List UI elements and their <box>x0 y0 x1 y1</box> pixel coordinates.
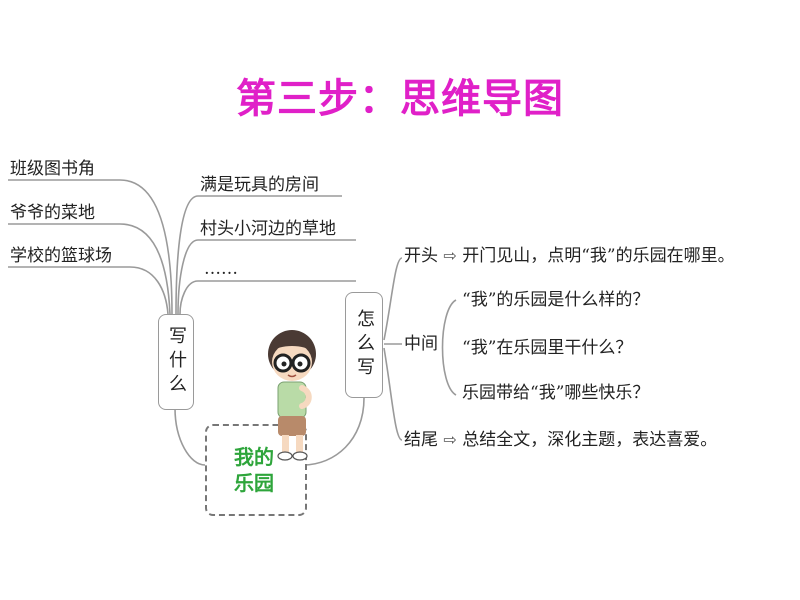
left-item-2: 爷爷的菜地 <box>10 203 95 223</box>
middle-item-3: 乐园带给“我”哪些快乐？ <box>462 383 650 403</box>
right-item-3: …… <box>204 259 238 279</box>
beginning-text: 开门见山，点明“我”的乐园在哪里。 <box>462 246 735 266</box>
arrow-right-icon: ⇨ <box>443 246 457 265</box>
middle-item-2: “我”在乐园里干什么？ <box>462 338 633 358</box>
arrow-right-icon: ⇨ <box>443 430 457 449</box>
beginning-branch: 开头 ⇨ 开门见山，点明“我”的乐园在哪里。 <box>404 246 735 266</box>
ending-text: 总结全文，深化主题，表达喜爱。 <box>462 430 718 450</box>
ending-label: 结尾 <box>404 430 438 450</box>
left-item-1: 班级图书角 <box>10 159 95 179</box>
boy-with-glasses-icon <box>268 330 316 461</box>
beginning-label: 开头 <box>404 246 438 266</box>
middle-item-1: “我”的乐园是什么样的？ <box>462 290 650 310</box>
center-topic-box: 我的乐园 <box>205 424 307 516</box>
middle-label: 中间 <box>404 334 438 354</box>
what-to-write-box: 写什么 <box>158 314 194 410</box>
center-topic-label: 我的乐园 <box>234 445 274 495</box>
right-item-2: 村头小河边的草地 <box>200 219 336 239</box>
right-item-1: 满是玩具的房间 <box>200 175 319 195</box>
page-title: 第三步：思维导图 <box>236 76 564 122</box>
ending-branch: 结尾 ⇨ 总结全文，深化主题，表达喜爱。 <box>404 430 717 450</box>
left-item-3: 学校的篮球场 <box>10 246 112 266</box>
how-to-write-box: 怎么写 <box>345 292 383 398</box>
